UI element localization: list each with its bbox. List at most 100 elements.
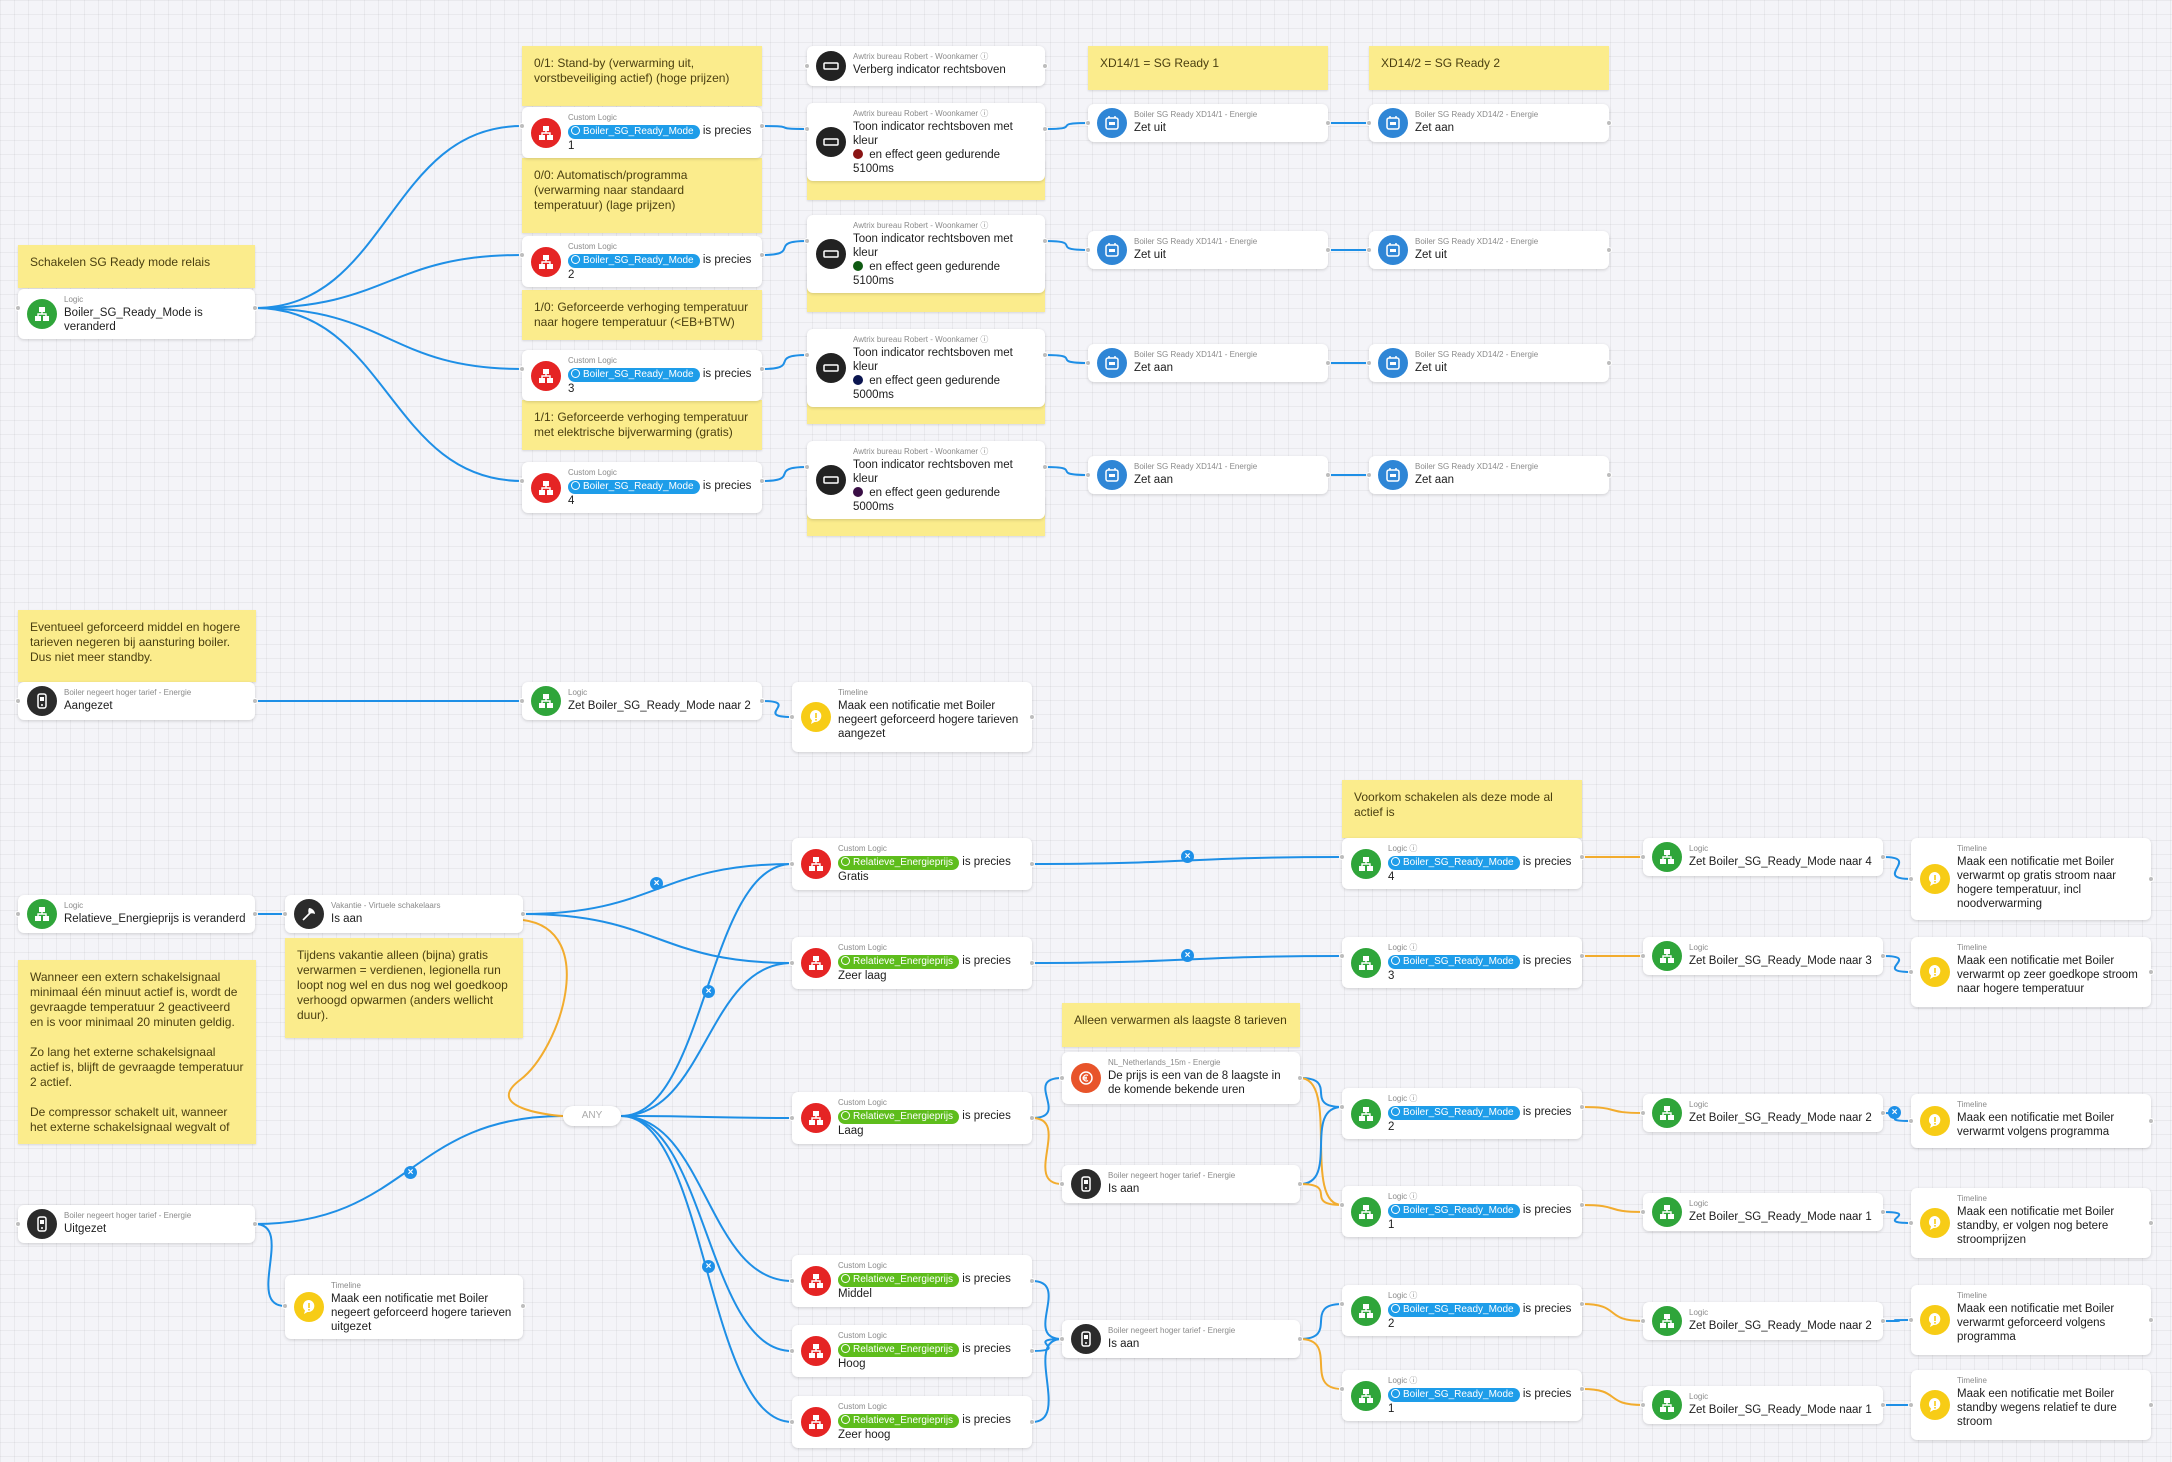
connection-wire[interactable] — [1044, 466, 1089, 476]
connection-port[interactable] — [1606, 360, 1612, 366]
delay-marker-icon[interactable]: × — [1888, 1106, 1901, 1119]
connection-port[interactable] — [2148, 1220, 2154, 1226]
connection-port[interactable] — [1339, 854, 1345, 860]
note-vakantie[interactable]: Tijdens vakantie alleen (bijna) gratis v… — [285, 938, 523, 1038]
color-swatch[interactable] — [853, 487, 863, 497]
connection-port[interactable] — [519, 366, 525, 372]
connection-port[interactable] — [1325, 120, 1331, 126]
connection-port[interactable] — [759, 478, 765, 484]
connection-wire[interactable] — [254, 1223, 286, 1307]
connection-port[interactable] — [1339, 1202, 1345, 1208]
info-icon[interactable]: ⓘ — [978, 221, 989, 230]
note-voorkom[interactable]: Voorkom schakelen als deze mode al actie… — [1342, 780, 1582, 838]
connection-port[interactable] — [789, 1348, 795, 1354]
connection-port[interactable] — [1029, 1278, 1035, 1284]
connection-port[interactable] — [1880, 1318, 1886, 1324]
delay-marker-icon[interactable]: × — [702, 985, 715, 998]
delay-marker-icon[interactable]: × — [404, 1166, 417, 1179]
info-icon[interactable]: ⓘ — [1407, 1291, 1418, 1300]
connection-port[interactable] — [2148, 876, 2154, 882]
connection-port[interactable] — [2148, 969, 2154, 975]
connection-port[interactable] — [804, 63, 810, 69]
connection-port[interactable] — [1579, 1386, 1585, 1392]
connection-port[interactable] — [1059, 1336, 1065, 1342]
connection-wire[interactable] — [254, 307, 523, 482]
connection-port[interactable] — [1908, 876, 1914, 882]
connection-wire[interactable] — [620, 962, 793, 1117]
connection-port[interactable] — [519, 252, 525, 258]
connection-port[interactable] — [759, 366, 765, 372]
connection-port[interactable] — [1085, 247, 1091, 253]
connection-port[interactable] — [759, 252, 765, 258]
connection-wire[interactable] — [761, 354, 808, 370]
connection-port[interactable] — [1339, 1386, 1345, 1392]
connection-port[interactable] — [252, 1221, 258, 1227]
info-icon[interactable]: ⓘ — [1407, 844, 1418, 853]
connection-wire[interactable] — [254, 254, 523, 309]
connection-port[interactable] — [2148, 1317, 2154, 1323]
connection-port[interactable] — [519, 698, 525, 704]
connection-port[interactable] — [759, 698, 765, 704]
connection-port[interactable] — [1297, 1181, 1303, 1187]
connection-wire[interactable] — [761, 125, 808, 130]
connection-port[interactable] — [804, 352, 810, 358]
note-xd1[interactable]: XD14/1 = SG Ready 1 — [1088, 46, 1328, 90]
connection-wire[interactable] — [1882, 1319, 1912, 1322]
variable-pill[interactable]: Relatieve_Energieprijs — [838, 1273, 960, 1287]
connection-port[interactable] — [2148, 1118, 2154, 1124]
connection-port[interactable] — [1908, 1317, 1914, 1323]
connection-port[interactable] — [1640, 1110, 1646, 1116]
note-event[interactable]: Eventueel geforceerd middel en hogere ta… — [18, 610, 256, 682]
info-icon[interactable]: ⓘ — [978, 335, 989, 344]
variable-pill[interactable]: Relatieve_Energieprijs — [838, 1414, 960, 1428]
connection-port[interactable] — [1042, 63, 1048, 69]
variable-pill[interactable]: Boiler_SG_Ready_Mode — [1388, 1204, 1520, 1218]
connection-port[interactable] — [1029, 861, 1035, 867]
connection-wire[interactable] — [620, 1115, 793, 1282]
info-icon[interactable]: ⓘ — [1407, 1376, 1418, 1385]
info-icon[interactable]: ⓘ — [1407, 1094, 1418, 1103]
connection-port[interactable] — [2148, 1402, 2154, 1408]
connection-port[interactable] — [1339, 1301, 1345, 1307]
connection-port[interactable] — [1042, 126, 1048, 132]
connection-wire[interactable] — [1882, 1211, 1912, 1224]
connection-port[interactable] — [1908, 1402, 1914, 1408]
connection-port[interactable] — [1908, 1118, 1914, 1124]
color-swatch[interactable] — [853, 375, 863, 385]
connection-port[interactable] — [1880, 854, 1886, 860]
connection-port[interactable] — [15, 305, 21, 311]
connection-port[interactable] — [1029, 1348, 1035, 1354]
connection-wire[interactable] — [1581, 1303, 1644, 1322]
connection-port[interactable] — [519, 478, 525, 484]
info-icon[interactable]: ⓘ — [1407, 1192, 1418, 1201]
connection-wire[interactable] — [254, 125, 523, 309]
delay-marker-icon[interactable]: × — [1181, 949, 1194, 962]
connection-port[interactable] — [1085, 120, 1091, 126]
delay-marker-icon[interactable]: × — [1181, 850, 1194, 863]
connection-wire[interactable] — [1031, 1077, 1063, 1119]
connection-port[interactable] — [1029, 1419, 1035, 1425]
delay-marker-icon[interactable]: × — [702, 1260, 715, 1273]
note-laagste8[interactable]: Alleen verwarmen als laagste 8 tarieven — [1062, 1003, 1300, 1047]
color-swatch[interactable] — [853, 149, 863, 159]
connection-wire[interactable] — [761, 466, 808, 482]
connection-port[interactable] — [1059, 1075, 1065, 1081]
connection-port[interactable] — [1085, 360, 1091, 366]
note-01[interactable]: 0/1: Stand-by (verwarming uit, vorstbeve… — [522, 46, 762, 106]
connection-port[interactable] — [1908, 1220, 1914, 1226]
